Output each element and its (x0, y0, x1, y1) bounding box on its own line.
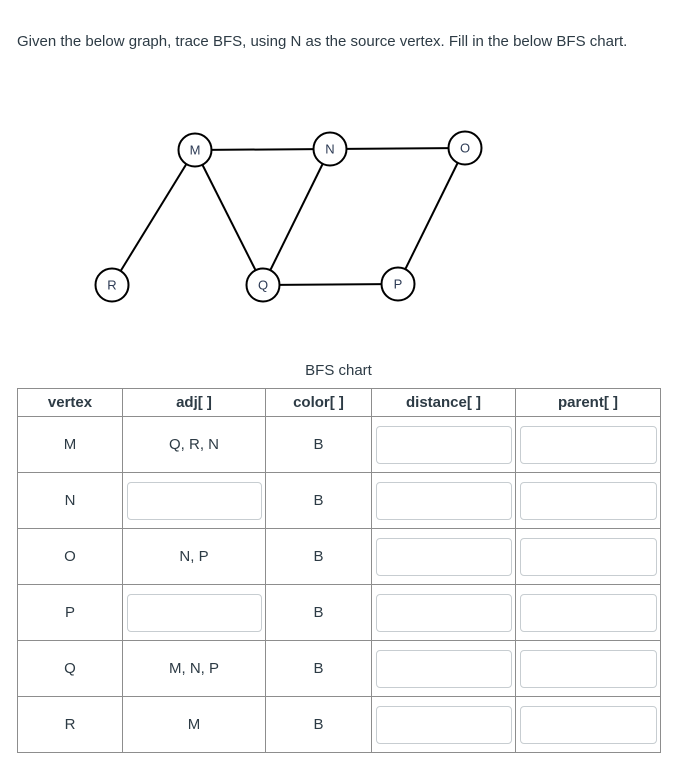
adj-value-R: M (122, 696, 266, 753)
graph-node-circle-R (94, 267, 130, 303)
graph-edge-P-O (397, 147, 466, 285)
parent-input-O-cell (515, 528, 661, 585)
parent-input-M-cell (515, 416, 661, 473)
distance-input-N-cell (371, 472, 516, 529)
graph-node-P: P (380, 266, 416, 302)
graph-edge-M-R (111, 149, 196, 286)
graph-diagram: M N O R Q P (94, 130, 483, 303)
color-value-O: B (265, 528, 372, 585)
graph-edge-N-O (329, 147, 466, 150)
distance-input-Q[interactable] (375, 649, 512, 688)
distance-input-N[interactable] (375, 481, 512, 520)
distance-input-O-cell (371, 528, 516, 585)
graph-node-label-O: O (460, 141, 470, 156)
parent-input-M[interactable] (519, 425, 657, 464)
graph-node-R: R (94, 267, 130, 303)
column-header-distance: distance[ ] (371, 388, 516, 417)
distance-input-P[interactable] (375, 593, 512, 632)
vertex-label-P: P (17, 584, 123, 641)
graph-node-M: M (177, 132, 213, 168)
graph-node-label-P: P (394, 277, 403, 292)
parent-input-Q-cell (515, 640, 661, 697)
graph-edge-N-Q (262, 148, 331, 286)
graph-edge-Q-P (262, 283, 399, 286)
parent-input-R-cell (515, 696, 661, 753)
distance-input-R-cell (371, 696, 516, 753)
graph-node-label-N: N (325, 142, 334, 157)
column-header-parent: parent[ ] (515, 388, 661, 417)
graph-node-label-M: M (190, 143, 201, 158)
column-header-vertex: vertex (17, 388, 123, 417)
parent-input-P[interactable] (519, 593, 657, 632)
graph-node-Q: Q (245, 267, 281, 303)
color-value-P: B (265, 584, 372, 641)
vertex-label-Q: Q (17, 640, 123, 697)
parent-input-Q[interactable] (519, 649, 657, 688)
distance-input-M[interactable] (375, 425, 512, 464)
vertex-label-M: M (17, 416, 123, 473)
parent-input-N-cell (515, 472, 661, 529)
distance-input-R[interactable] (375, 705, 512, 744)
graph-node-circle-M (177, 132, 213, 168)
bfs-chart-title: BFS chart (305, 362, 372, 379)
vertex-label-O: O (17, 528, 123, 585)
adj-input-N-cell (122, 472, 266, 529)
adj-value-M: Q, R, N (122, 416, 266, 473)
parent-input-R[interactable] (519, 705, 657, 744)
vertex-label-N: N (17, 472, 123, 529)
adj-input-P[interactable] (126, 593, 262, 632)
graph-node-O: O (447, 130, 483, 166)
graph-node-circle-P (380, 266, 416, 302)
graph-node-N: N (312, 131, 348, 167)
vertex-label-R: R (17, 696, 123, 753)
color-value-Q: B (265, 640, 372, 697)
adj-value-Q: M, N, P (122, 640, 266, 697)
graph-edge-M-Q (194, 149, 264, 286)
graph-node-circle-O (447, 130, 483, 166)
distance-input-O[interactable] (375, 537, 512, 576)
graph-node-circle-N (312, 131, 348, 167)
question-prompt: Given the below graph, trace BFS, using … (17, 33, 628, 50)
distance-input-M-cell (371, 416, 516, 473)
parent-input-P-cell (515, 584, 661, 641)
graph-node-circle-Q (245, 267, 281, 303)
adj-input-N[interactable] (126, 481, 262, 520)
adj-input-P-cell (122, 584, 266, 641)
column-header-adj: adj[ ] (122, 388, 266, 417)
adj-value-O: N, P (122, 528, 266, 585)
column-header-color: color[ ] (265, 388, 372, 417)
distance-input-Q-cell (371, 640, 516, 697)
color-value-R: B (265, 696, 372, 753)
parent-input-N[interactable] (519, 481, 657, 520)
graph-edge-M-N (194, 148, 331, 151)
color-value-M: B (265, 416, 372, 473)
color-value-N: B (265, 472, 372, 529)
graph-node-label-R: R (107, 278, 116, 293)
graph-node-label-Q: Q (258, 278, 268, 293)
distance-input-P-cell (371, 584, 516, 641)
parent-input-O[interactable] (519, 537, 657, 576)
